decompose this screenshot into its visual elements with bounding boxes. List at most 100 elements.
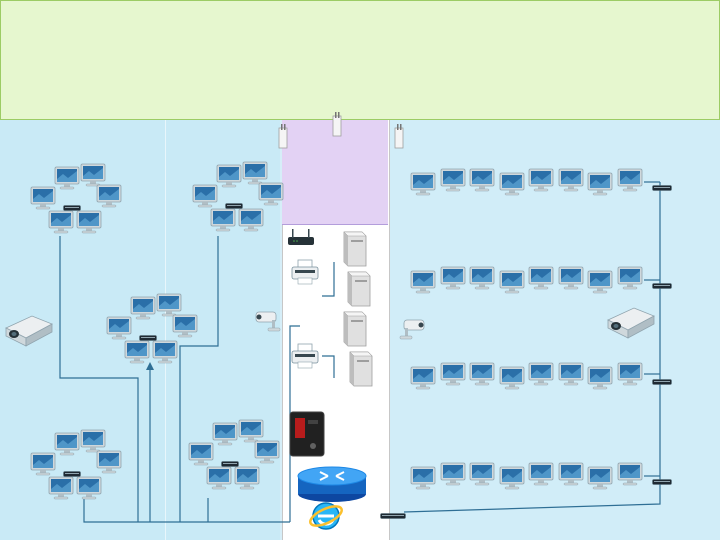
camera-icon bbox=[396, 316, 426, 342]
monitor-icon bbox=[30, 452, 56, 476]
switch-icon bbox=[652, 178, 672, 191]
access-point-icon bbox=[330, 112, 344, 138]
monitor-icon bbox=[528, 362, 554, 386]
server-icon bbox=[344, 348, 374, 388]
monitor-icon bbox=[152, 340, 178, 364]
switch-icon bbox=[139, 328, 157, 341]
monitor-icon bbox=[558, 362, 584, 386]
monitor-icon bbox=[499, 270, 525, 294]
monitor-icon bbox=[212, 422, 238, 446]
server-icon bbox=[342, 268, 372, 308]
wifi-router-icon bbox=[286, 228, 316, 248]
ups-icon bbox=[286, 408, 328, 458]
monitor-icon bbox=[172, 314, 198, 338]
monitor-icon bbox=[617, 462, 643, 486]
title-banner bbox=[0, 0, 720, 120]
switch-icon bbox=[221, 454, 239, 467]
camera-icon bbox=[254, 308, 284, 334]
monitor-icon bbox=[469, 168, 495, 192]
monitor-icon bbox=[188, 442, 214, 466]
monitor-icon bbox=[587, 172, 613, 196]
monitor-icon bbox=[587, 270, 613, 294]
network-cable bbox=[322, 262, 335, 297]
monitor-icon bbox=[469, 462, 495, 486]
monitor-icon bbox=[238, 419, 264, 443]
network-cable bbox=[322, 355, 335, 378]
monitor-icon bbox=[124, 340, 150, 364]
router-icon bbox=[296, 464, 368, 504]
monitor-icon bbox=[30, 186, 56, 210]
monitor-icon bbox=[192, 184, 218, 208]
monitor-icon bbox=[469, 266, 495, 290]
network-cable bbox=[59, 236, 139, 522]
monitor-icon bbox=[528, 266, 554, 290]
network-cable bbox=[179, 236, 219, 522]
monitor-icon bbox=[558, 168, 584, 192]
monitor-icon bbox=[234, 466, 260, 490]
monitor-icon bbox=[410, 172, 436, 196]
projector-icon bbox=[604, 304, 656, 340]
monitor-icon bbox=[254, 440, 280, 464]
access-point-icon bbox=[392, 124, 406, 150]
monitor-icon bbox=[210, 208, 236, 232]
monitor-icon bbox=[206, 466, 232, 490]
monitor-icon bbox=[499, 466, 525, 490]
monitor-icon bbox=[216, 164, 242, 188]
monitor-icon bbox=[528, 462, 554, 486]
monitor-icon bbox=[587, 366, 613, 390]
monitor-icon bbox=[96, 184, 122, 208]
network-cable bbox=[403, 182, 661, 513]
monitor-icon bbox=[410, 366, 436, 390]
switch-icon bbox=[652, 276, 672, 289]
switch-icon bbox=[225, 196, 243, 209]
monitor-icon bbox=[440, 362, 466, 386]
monitor-icon bbox=[440, 462, 466, 486]
monitor-icon bbox=[96, 450, 122, 474]
switch-icon bbox=[63, 464, 81, 477]
monitor-icon bbox=[54, 432, 80, 456]
monitor-icon bbox=[80, 163, 106, 187]
monitor-icon bbox=[130, 296, 156, 320]
monitor-icon bbox=[76, 476, 102, 500]
printer-icon bbox=[290, 342, 320, 370]
monitor-icon bbox=[242, 161, 268, 185]
monitor-icon bbox=[76, 210, 102, 234]
monitor-icon bbox=[558, 266, 584, 290]
monitor-icon bbox=[587, 466, 613, 490]
switch-icon bbox=[652, 472, 672, 485]
printer-icon bbox=[290, 258, 320, 286]
switch-icon bbox=[380, 506, 406, 519]
switch-icon bbox=[63, 198, 81, 211]
monitor-icon bbox=[410, 270, 436, 294]
monitor-icon bbox=[558, 462, 584, 486]
monitor-icon bbox=[469, 362, 495, 386]
monitor-icon bbox=[258, 182, 284, 206]
monitor-icon bbox=[617, 362, 643, 386]
monitor-icon bbox=[617, 168, 643, 192]
switch-icon bbox=[652, 372, 672, 385]
projector-icon bbox=[2, 312, 54, 348]
monitor-icon bbox=[54, 166, 80, 190]
network-cable bbox=[83, 498, 290, 523]
monitor-icon bbox=[80, 429, 106, 453]
monitor-icon bbox=[440, 266, 466, 290]
monitor-icon bbox=[106, 316, 132, 340]
monitor-icon bbox=[499, 366, 525, 390]
monitor-icon bbox=[48, 476, 74, 500]
access-point-icon bbox=[276, 124, 290, 150]
monitor-icon bbox=[528, 168, 554, 192]
arrow-head-icon bbox=[146, 362, 154, 370]
monitor-icon bbox=[617, 266, 643, 290]
zone-divider bbox=[165, 120, 166, 540]
network-cable bbox=[289, 325, 300, 522]
server-column-header bbox=[282, 120, 388, 225]
monitor-icon bbox=[499, 172, 525, 196]
monitor-icon bbox=[156, 293, 182, 317]
monitor-icon bbox=[48, 210, 74, 234]
internet-explorer-icon bbox=[308, 498, 344, 534]
monitor-icon bbox=[440, 168, 466, 192]
server-icon bbox=[338, 228, 368, 268]
monitor-icon bbox=[238, 208, 264, 232]
